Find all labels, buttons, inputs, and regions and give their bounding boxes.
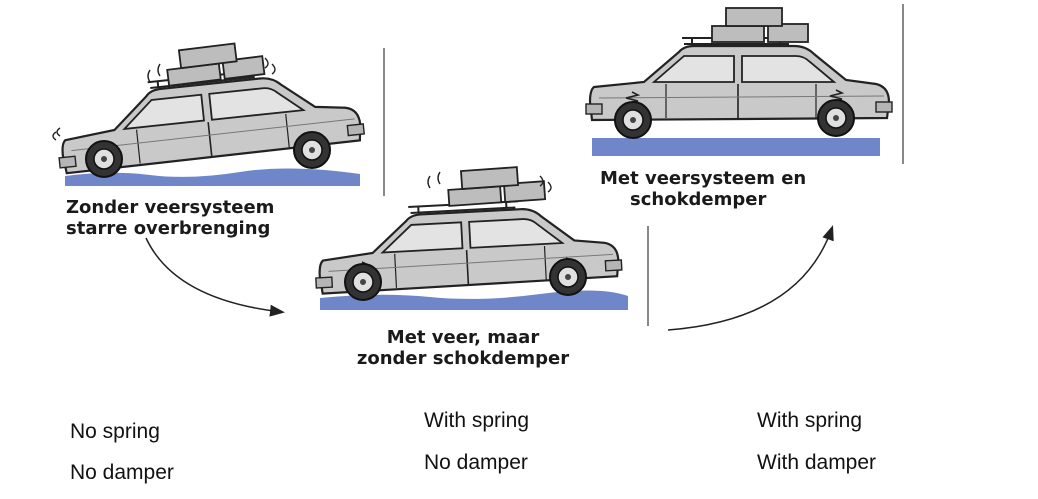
- caption-line: Zonder veersysteem: [66, 197, 275, 218]
- caption-line: schokdemper: [630, 189, 767, 210]
- panel-no-suspension: [51, 39, 385, 196]
- english-label-damper: No damper: [70, 461, 174, 484]
- panel-spring-and-damper: [584, 4, 904, 164]
- english-label-damper: No damper: [424, 451, 528, 474]
- english-label-spring: No spring: [70, 420, 160, 443]
- panel-spring-no-damper: [311, 164, 649, 326]
- curved-arrow-icon: [145, 237, 285, 317]
- wheel-icon: [549, 258, 587, 296]
- english-label-spring: With spring: [757, 409, 863, 432]
- road-surface: [592, 138, 880, 156]
- road-surface: [320, 290, 628, 310]
- wheel-icon: [85, 140, 123, 178]
- caption-line: starre overbrenging: [66, 218, 271, 239]
- caption-line: Met veer, maar: [386, 327, 540, 348]
- caption-line: zonder schokdemper: [356, 348, 570, 369]
- caption-line: Met veersysteem en: [600, 168, 807, 189]
- curved-arrow-icon: [667, 225, 834, 331]
- wheel-icon: [293, 131, 331, 169]
- wheel-icon: [614, 101, 652, 139]
- wheel-icon: [344, 263, 382, 301]
- road-surface: [65, 168, 360, 186]
- vibration-icon: [52, 127, 61, 141]
- luggage-icon: [711, 7, 809, 43]
- caption-panel-1: Zonder veersysteem starre overbrenging: [66, 197, 274, 239]
- caption-panel-3: Met veersysteem en schokdemper: [600, 168, 806, 210]
- english-label-spring: With spring: [424, 409, 530, 432]
- wheel-icon: [817, 99, 855, 137]
- luggage-icon: [446, 164, 547, 207]
- english-label-damper: With damper: [757, 451, 877, 474]
- caption-panel-2: Met veer, maar zonder schokdemper: [318, 327, 608, 369]
